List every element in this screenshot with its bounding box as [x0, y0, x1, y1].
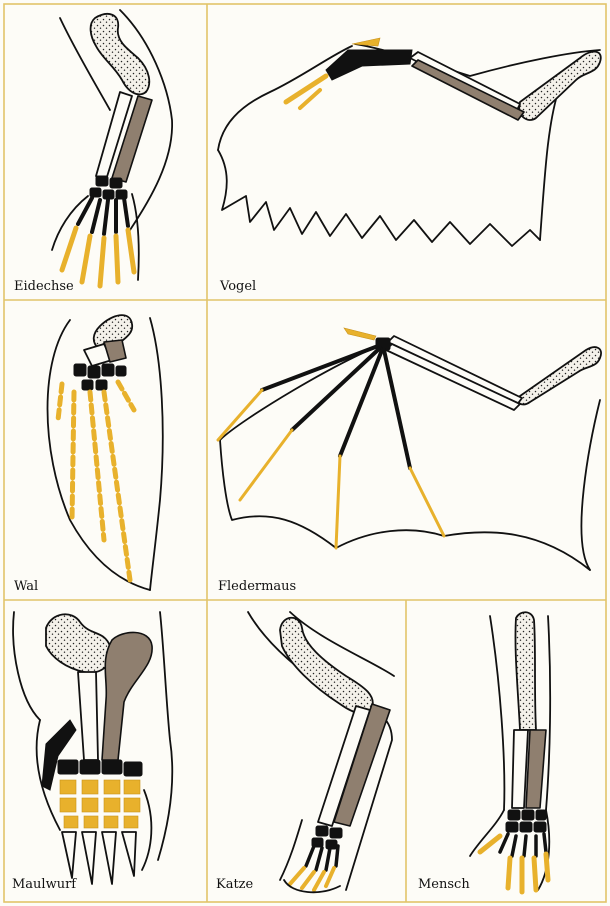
- label-katze: Katze: [216, 877, 254, 892]
- label-mensch: Mensch: [418, 877, 470, 892]
- panel-maulwurf: Maulwurf: [12, 612, 172, 892]
- label-eidechse: Eidechse: [14, 279, 74, 294]
- label-fledermaus: Fledermaus: [218, 579, 296, 594]
- panel-vogel: Vogel: [218, 38, 601, 294]
- panel-wal: Wal: [14, 315, 163, 594]
- panel-katze: Katze: [216, 612, 394, 892]
- label-maulwurf: Maulwurf: [12, 877, 77, 892]
- maulwurf-digit-bones: [60, 780, 140, 828]
- wal-digit-phalanges: [58, 382, 134, 580]
- panel-mensch: Mensch: [418, 612, 550, 892]
- label-vogel: Vogel: [219, 279, 256, 294]
- label-wal: Wal: [14, 579, 38, 594]
- panel-fledermaus: Fledermaus: [218, 328, 601, 594]
- panel-eidechse: Eidechse: [14, 10, 172, 294]
